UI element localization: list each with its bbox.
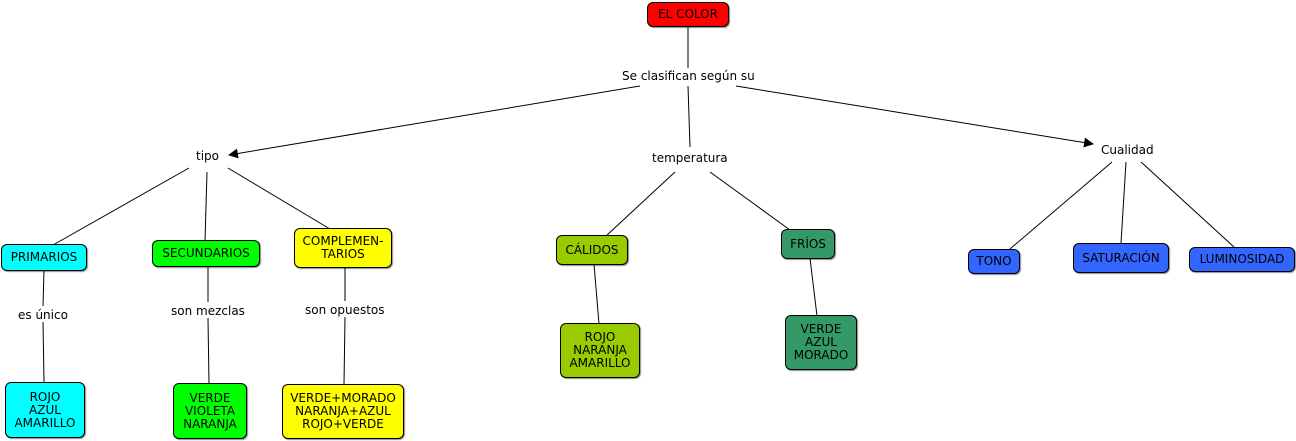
- concept-secundarios: SECUNDARIOS: [152, 240, 260, 267]
- concept-frios: FRÍOS: [781, 229, 835, 259]
- example-secundarios: VERDE VIOLETA NARANJA: [173, 383, 247, 439]
- link-cualidad: Cualidad: [1099, 143, 1156, 157]
- example-calidos: ROJO NARANJA AMARILLO: [560, 323, 640, 378]
- concept-tono: TONO: [968, 249, 1020, 274]
- link-temperatura: temperatura: [650, 151, 730, 165]
- concept-calidos: CÁLIDOS: [556, 235, 628, 265]
- concept-complementarios: COMPLEMEN- TARIOS: [294, 228, 392, 268]
- link-son-opuestos: son opuestos: [303, 303, 387, 317]
- concept-saturacion: SATURACIÓN: [1073, 243, 1169, 273]
- concept-el-color: EL COLOR: [647, 2, 729, 27]
- example-frios: VERDE AZUL MORADO: [785, 315, 857, 370]
- example-complementarios: VERDE+MORADO NARANJA+AZUL ROJO+VERDE: [282, 384, 404, 439]
- link-es-unico: es único: [16, 308, 70, 322]
- concept-primarios: PRIMARIOS: [1, 244, 87, 271]
- link-son-mezclas: son mezclas: [169, 304, 247, 318]
- link-clasifican: Se clasifican según su: [620, 69, 757, 83]
- example-primarios: ROJO AZUL AMARILLO: [5, 382, 85, 438]
- concept-luminosidad: LUMINOSIDAD: [1189, 247, 1295, 272]
- link-tipo: tipo: [194, 149, 221, 163]
